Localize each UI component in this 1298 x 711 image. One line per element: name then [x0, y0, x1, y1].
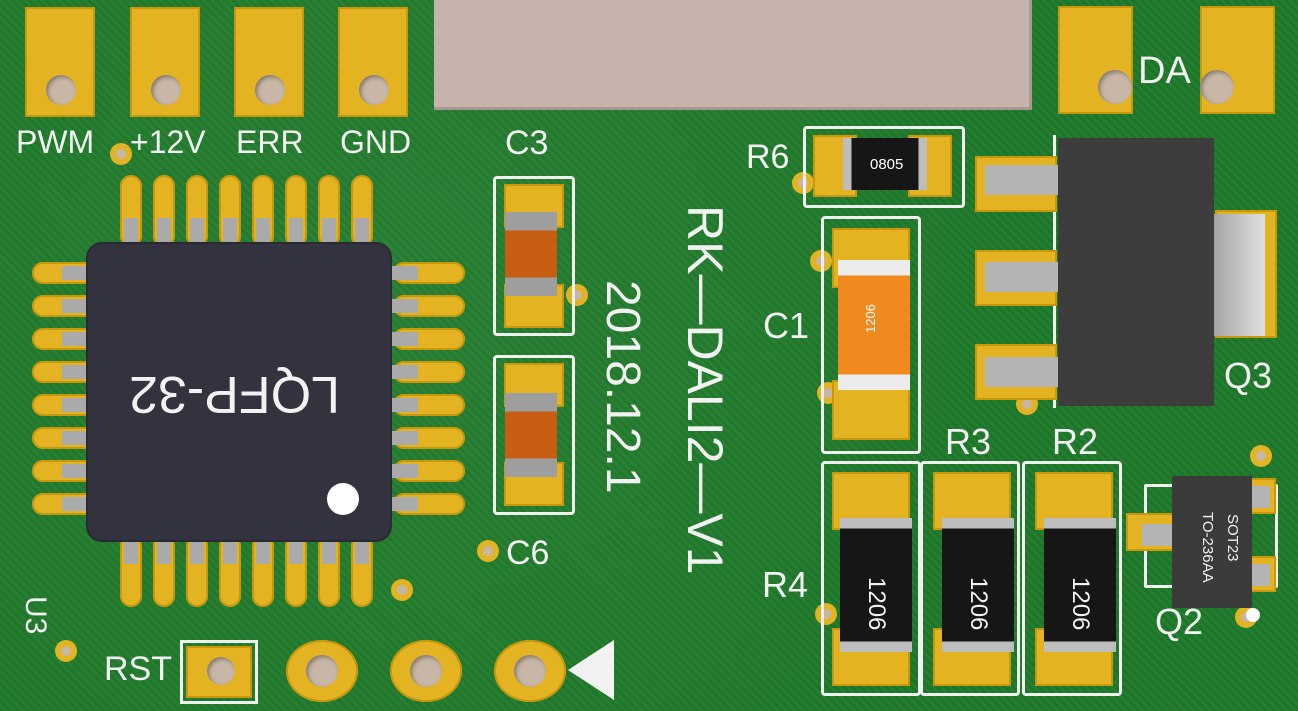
c6-outline — [493, 355, 575, 515]
hole-err — [255, 75, 285, 105]
q3-label: Q3 — [1224, 355, 1273, 396]
via — [815, 603, 837, 625]
q3-lead2 — [985, 262, 1061, 292]
ic-package-label: LQFP-32 — [129, 365, 340, 423]
r6-outline — [803, 126, 965, 208]
label-err: ERR — [236, 124, 304, 160]
r2-outline — [1022, 461, 1122, 696]
ic-ref-label: U3 — [19, 596, 52, 635]
rst-hole-4 — [514, 655, 546, 687]
c3-body — [505, 212, 557, 296]
hole-gnd — [359, 75, 389, 105]
c3-outline — [493, 176, 575, 336]
label-da: DA — [1138, 50, 1191, 92]
r3-body — [942, 518, 1014, 652]
c1-label: C1 — [763, 305, 810, 346]
q3-lead1 — [985, 165, 1061, 195]
rst-label: RST — [104, 650, 172, 688]
r3-label: R3 — [945, 421, 992, 462]
r6-label: R6 — [746, 138, 790, 176]
board-name: RK—DALI2—V1 — [677, 205, 733, 575]
r2-body — [1044, 518, 1116, 652]
q2-label: Q2 — [1155, 601, 1204, 642]
c1-pad-bottom — [832, 380, 910, 440]
c1-size: 1206 — [862, 304, 878, 333]
r4-outline — [821, 461, 921, 696]
q2-package-1: SOT23 — [1224, 514, 1241, 562]
module-block — [434, 0, 1032, 110]
rst-hole-1 — [207, 657, 235, 685]
hole-pwm — [46, 75, 76, 105]
pin1-marker — [327, 483, 359, 515]
hole-12v — [151, 75, 181, 105]
q2-pin1-dot — [1246, 608, 1260, 622]
q2-body — [1172, 476, 1252, 608]
board-date: 2018.12.1 — [596, 280, 649, 494]
q3-body — [1058, 138, 1214, 406]
via — [1250, 445, 1272, 467]
rst-hole-3 — [410, 655, 442, 687]
r6-body — [843, 138, 927, 190]
hole-da-left — [1098, 70, 1132, 104]
hole-da-right — [1200, 70, 1234, 104]
r3-outline — [920, 461, 1020, 696]
r2-label: R2 — [1052, 421, 1099, 462]
label-pwm: PWM — [16, 124, 95, 160]
pin1-triangle-marker — [568, 640, 614, 700]
rst-pad-outline — [180, 640, 258, 704]
r4-size: 1206 — [863, 577, 890, 631]
c1-outline — [821, 216, 921, 454]
label-12v: +12V — [130, 124, 206, 160]
c6-label: C6 — [506, 534, 550, 572]
q3-tab — [1205, 214, 1265, 336]
r2-size: 1206 — [1067, 577, 1094, 631]
r6-size: 0805 — [870, 156, 904, 173]
q3-lead3 — [985, 357, 1061, 387]
q2-lead-3 — [1250, 564, 1270, 586]
r4-label: R4 — [762, 564, 809, 605]
c6-body — [505, 393, 557, 477]
via — [477, 540, 499, 562]
q2-package-2: TO-236AA — [1199, 512, 1216, 583]
via — [110, 143, 132, 165]
c3-label: C3 — [505, 124, 549, 162]
c1-body — [838, 260, 910, 390]
via — [391, 579, 413, 601]
q2-lead-2 — [1250, 486, 1270, 508]
label-gnd: GND — [340, 124, 412, 160]
q2-lead-1 — [1142, 524, 1176, 546]
r3-size: 1206 — [965, 577, 992, 631]
rst-hole-2 — [306, 655, 338, 687]
via — [55, 640, 77, 662]
r4-body — [840, 518, 912, 652]
via — [566, 284, 588, 306]
